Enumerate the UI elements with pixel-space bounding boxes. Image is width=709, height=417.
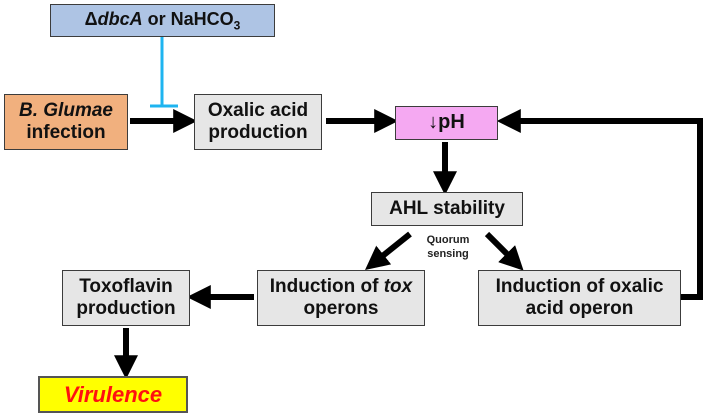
- arrow-feedback-oxalic-operon-to-ph: [496, 109, 703, 300]
- ahl-label: AHL stability: [389, 197, 505, 219]
- delta-symbol: Δ: [84, 8, 98, 29]
- arrow-ahl-to-oxalic-operon: [484, 231, 524, 271]
- tox-operons-line1: Induction of tox: [270, 276, 412, 298]
- virulence-label: Virulence: [63, 381, 163, 407]
- arrow-ahl-to-tox-operons: [365, 231, 412, 270]
- oxalic-production-line1: Oxalic acid: [207, 99, 309, 121]
- quorum-line2: sensing: [427, 247, 469, 260]
- tox-operons-box: Induction of tox operons: [257, 270, 425, 326]
- inhibitor-label: ΔdbcA or NaHCO3: [85, 9, 241, 33]
- ph-box: ↓pH: [395, 106, 498, 140]
- infection-word: infection: [26, 122, 106, 143]
- infection-box: B. Glumae infection: [4, 94, 128, 150]
- tox-operons-prefix: Induction of: [269, 275, 384, 297]
- virulence-box: Virulence: [38, 376, 188, 413]
- oxalic-operon-line1: Induction of oxalic: [495, 275, 664, 297]
- oxalic-operon-line2: acid operon: [525, 298, 634, 319]
- oxalic-operon-box: Induction of oxalic acid operon: [478, 270, 681, 326]
- ahl-stability-box: AHL stability: [371, 192, 523, 226]
- dbca-gene: dbcA: [97, 8, 143, 29]
- inhibitor-connector: or NaHCO: [142, 8, 234, 29]
- inhibitor-box: ΔdbcA or NaHCO3: [50, 4, 275, 37]
- infection-organism: B. Glumae: [19, 99, 113, 121]
- nahco3-subscript: 3: [233, 18, 241, 33]
- toxoflavin-line2: production: [76, 298, 176, 319]
- tox-gene: tox: [383, 275, 413, 297]
- tox-operons-line2: operons: [303, 298, 379, 319]
- oxalic-acid-production-box: Oxalic acid production: [194, 94, 322, 150]
- quorum-sensing-label: Quorum sensing: [408, 234, 488, 262]
- quorum-line1: Quorum: [426, 234, 470, 246]
- toxoflavin-line1: Toxoflavin: [79, 275, 173, 297]
- oxalic-production-line2: production: [208, 122, 308, 143]
- toxoflavin-production-box: Toxoflavin production: [62, 270, 190, 326]
- ph-label: ↓pH: [428, 111, 465, 134]
